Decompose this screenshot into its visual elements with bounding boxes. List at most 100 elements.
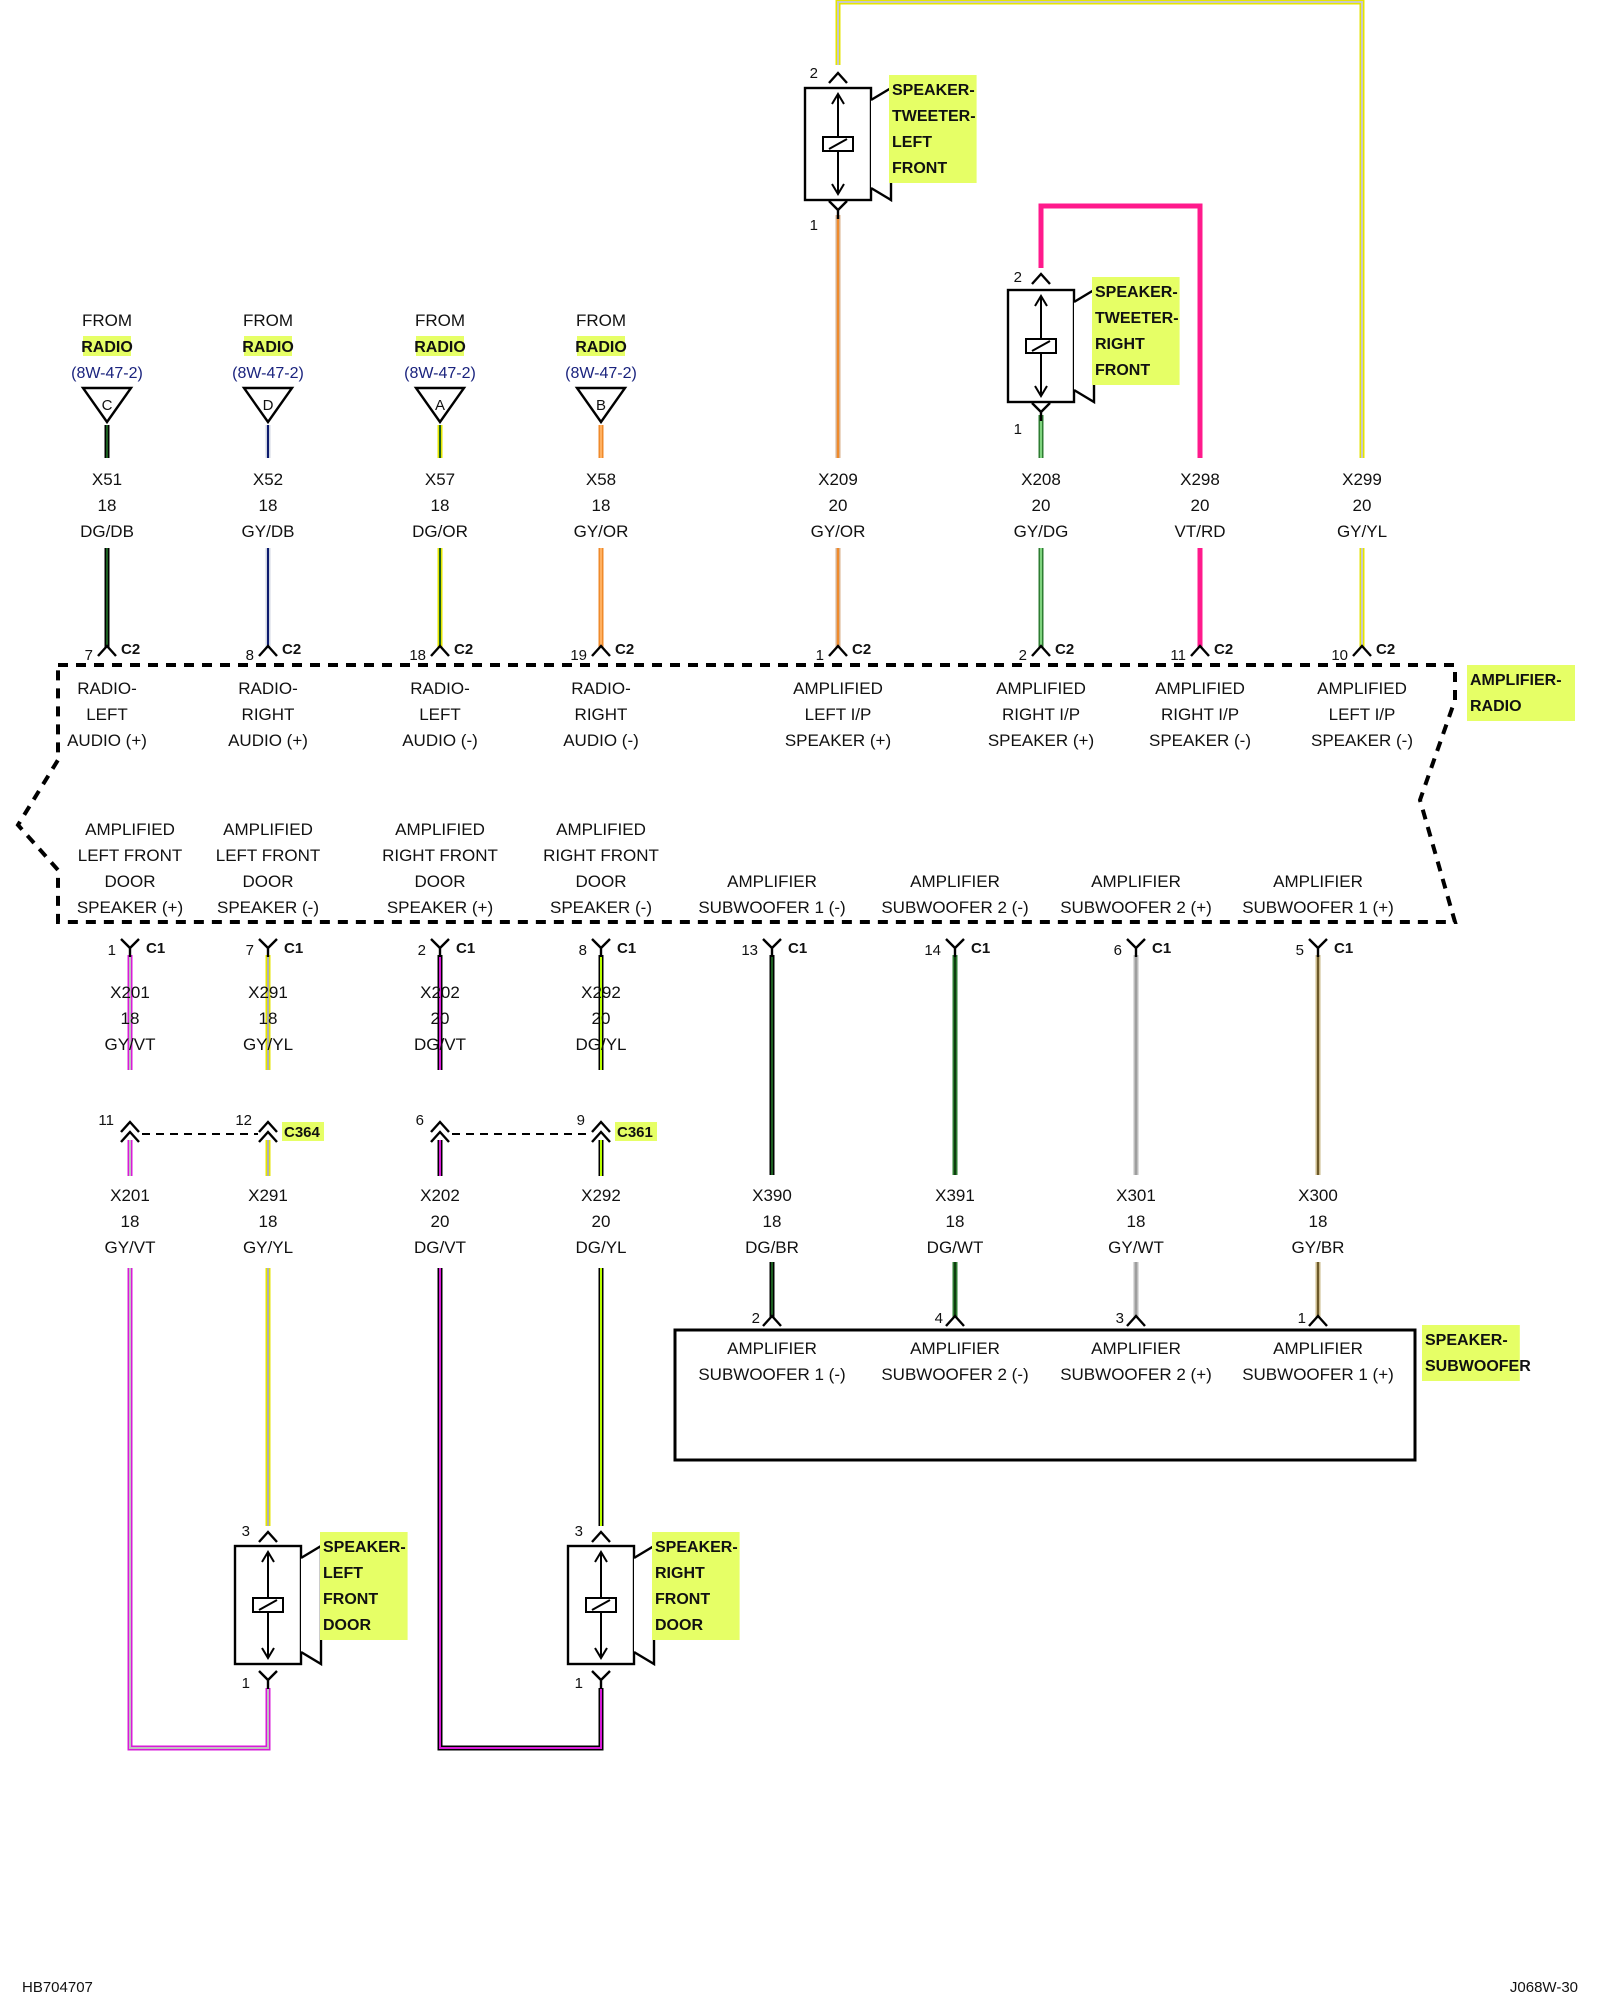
pin-function: AMPLIFIED	[1155, 679, 1245, 698]
wire-color: GY/OR	[574, 522, 629, 541]
tweeter-right-name-line: SPEAKER-	[1095, 284, 1178, 301]
pin-function: SPEAKER (-)	[217, 898, 319, 917]
wire-gauge: 18	[946, 1212, 965, 1231]
pin-function: SPEAKER (-)	[550, 898, 652, 917]
inline-connector-top	[120, 1120, 140, 1133]
subwoofer-pin-function: AMPLIFIER	[910, 1339, 1000, 1358]
door-speaker-name-line: DOOR	[655, 1617, 703, 1634]
wire-color: DG/BR	[745, 1238, 799, 1257]
amp-c2-pin	[1190, 644, 1210, 657]
pin-function: LEFT	[419, 705, 461, 724]
radio-connector-triangle	[241, 386, 295, 425]
inline-connector-top	[258, 1120, 278, 1133]
radio-source-highlight	[577, 336, 625, 356]
pin-function: LEFT I/P	[805, 705, 872, 724]
pin-function: AUDIO (-)	[402, 731, 478, 750]
pin-number: 2	[418, 942, 426, 959]
speaker-subwoofer-name-line: SPEAKER-	[1425, 1332, 1508, 1349]
wire-gauge: 18	[1127, 1212, 1146, 1231]
wire-color: GY/DG	[1014, 522, 1069, 541]
pin-function: AUDIO (+)	[228, 731, 308, 750]
door-speaker-arrows	[261, 1550, 275, 1660]
door-speaker-name-highlight	[652, 1532, 740, 1640]
pin-number: 7	[85, 647, 93, 664]
wire-color: GY/WT	[1108, 1238, 1164, 1257]
radio-source-label: RADIO	[575, 339, 627, 356]
wire-gauge: 18	[259, 1212, 278, 1231]
wire-color: DG/VT	[414, 1238, 466, 1257]
circuit-id: X300	[1298, 1186, 1338, 1205]
wire-gauge: 18	[259, 496, 278, 515]
wire-color: GY/YL	[1337, 522, 1387, 541]
connector-id: C2	[615, 641, 634, 658]
radio-connector-letter: D	[263, 397, 274, 414]
pin-function: SUBWOOFER 2 (+)	[1060, 898, 1212, 917]
radio-source-highlight	[83, 336, 131, 356]
pin-function: RADIO-	[571, 679, 631, 698]
tweeter-right-name-line: TWEETER-	[1095, 310, 1179, 327]
pin-function: SPEAKER (+)	[77, 898, 183, 917]
door-speaker-pin3	[591, 1530, 611, 1543]
radio-source-label: RADIO	[81, 339, 133, 356]
connector-id: C2	[1376, 641, 1395, 658]
circuit-id: X58	[586, 470, 616, 489]
pin-function: SPEAKER (-)	[1149, 731, 1251, 750]
pin-number: 8	[246, 647, 254, 664]
components	[15, 71, 1575, 1689]
circuit-id: X208	[1021, 470, 1061, 489]
pin-function: SPEAKER (+)	[387, 898, 493, 917]
amp-c1-pin	[1308, 938, 1328, 957]
door-speaker-pin1	[258, 1670, 278, 1689]
pin-function: AMPLIFIED	[395, 820, 485, 839]
amp-c2-pin	[591, 644, 611, 657]
tweeter-left-name-line: TWEETER-	[892, 108, 976, 125]
speaker-subwoofer-box	[673, 1328, 1417, 1462]
amp-c2-pin	[828, 644, 848, 657]
door-speaker-name-line: RIGHT	[655, 1565, 705, 1582]
pin-function: RIGHT	[242, 705, 295, 724]
pin-function: DOOR	[243, 872, 294, 891]
page-ref: (8W-47-2)	[565, 365, 637, 382]
inline-pin: 9	[577, 1112, 585, 1129]
pin-number: 1	[575, 1675, 583, 1692]
pin-number: 2	[1019, 647, 1027, 664]
tweeter-right-front-cone	[1073, 287, 1096, 405]
pin-function: AMPLIFIER	[1273, 872, 1363, 891]
pin-number: 2	[1014, 269, 1022, 286]
pin-number: 4	[935, 1310, 943, 1327]
tweeter-left-name-line: SPEAKER-	[892, 82, 975, 99]
door-speaker-name-line: LEFT	[323, 1565, 363, 1582]
from-label: FROM	[82, 311, 132, 330]
door-speaker-name-line: SPEAKER-	[655, 1539, 738, 1556]
radio-source-highlight	[416, 336, 464, 356]
inline-connector-top	[430, 1120, 450, 1133]
door-speaker-name-highlight	[320, 1532, 408, 1640]
wire-color: GY/VT	[104, 1035, 155, 1054]
wire-gauge: 18	[98, 496, 117, 515]
pin-number: 2	[810, 65, 818, 82]
inline-connector-bottom	[430, 1130, 450, 1143]
door-speaker-coil-mark	[591, 1599, 611, 1611]
page-ref: (8W-47-2)	[404, 365, 476, 382]
wire-gauge: 18	[121, 1212, 140, 1231]
circuit-id: X202	[420, 1186, 460, 1205]
subwoofer-pin-function: AMPLIFIER	[1091, 1339, 1181, 1358]
pin-number: 1	[242, 1675, 250, 1692]
circuit-id: X291	[248, 983, 288, 1002]
speaker-subwoofer-name-highlight	[1422, 1325, 1520, 1381]
tweeter-left-front-cone	[870, 85, 893, 203]
wire-color: GY/YL	[243, 1035, 293, 1054]
pin-function: DOOR	[105, 872, 156, 891]
circuit-id: X202	[420, 983, 460, 1002]
connector-id: C2	[121, 641, 140, 658]
pin-function: AMPLIFIER	[910, 872, 1000, 891]
pin-function: LEFT I/P	[1329, 705, 1396, 724]
circuit-id: X292	[581, 1186, 621, 1205]
from-label: FROM	[415, 311, 465, 330]
tweeter-right-name-highlight	[1092, 277, 1180, 385]
pin-function: RADIO-	[238, 679, 298, 698]
subwoofer-pin	[945, 1314, 965, 1327]
amplifier-radio-name-line: RADIO	[1470, 698, 1522, 715]
